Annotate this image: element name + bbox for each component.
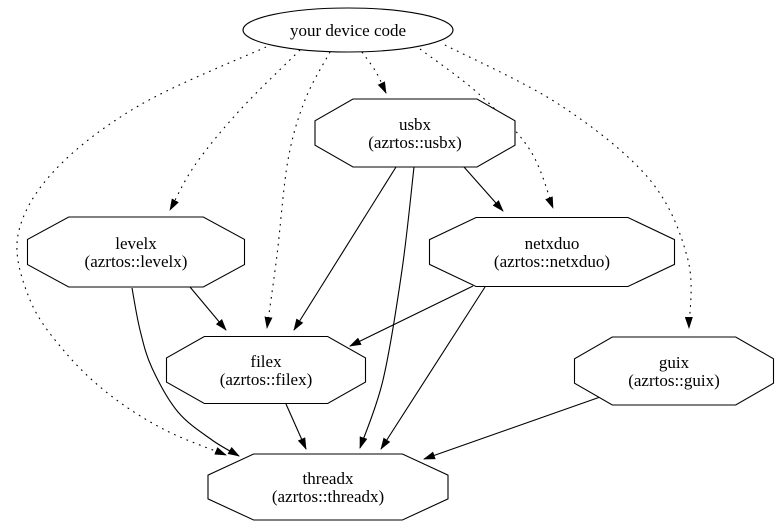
node-threadx: threadx(azrtos::threadx) [207, 453, 449, 521]
usbx-label: usbx [399, 115, 432, 134]
threadx-sublabel: (azrtos::threadx) [272, 487, 384, 506]
node-device: your device code [242, 7, 454, 53]
edge-netxduo-threadx [380, 286, 486, 450]
edge-guix-threadx [423, 395, 604, 460]
guix-shape [573, 336, 775, 406]
levelx-label: levelx [115, 234, 157, 253]
levelx-sublabel: (azrtos::levelx) [85, 252, 188, 271]
threadx-shape [207, 453, 449, 521]
edge-usbx-filex [293, 166, 397, 331]
edge-filex-threadx [285, 403, 307, 450]
node-usbx: usbx(azrtos::usbx) [314, 98, 516, 168]
filex-sublabel: (azrtos::filex) [220, 370, 313, 389]
filex-label: filex [250, 352, 282, 371]
guix-sublabel: (azrtos::guix) [628, 371, 720, 390]
node-netxduo: netxduo(azrtos::netxduo) [428, 216, 676, 288]
edge-usbx-netxduo [463, 166, 504, 212]
edge-netxduo-filex [349, 285, 474, 347]
netxduo-sublabel: (azrtos::netxduo) [494, 252, 610, 271]
levelx-shape [26, 216, 246, 288]
edge-device-usbx [361, 51, 387, 94]
node-guix: guix(azrtos::guix) [573, 336, 775, 406]
usbx-shape [314, 98, 516, 168]
node-levelx: levelx(azrtos::levelx) [26, 216, 246, 288]
edge-usbx-threadx [359, 166, 415, 449]
edges-layer [16, 44, 693, 460]
device-shape [242, 7, 454, 53]
edge-levelx-filex [189, 286, 227, 331]
usbx-sublabel: (azrtos::usbx) [368, 133, 461, 152]
node-filex: filex(azrtos::filex) [165, 335, 367, 405]
edge-device-threadx [16, 46, 267, 456]
edge-device-filex [264, 51, 331, 329]
nodes-layer: your device codeusbx(azrtos::usbx)levelx… [26, 7, 775, 521]
threadx-label: threadx [303, 469, 354, 488]
netxduo-shape [428, 216, 676, 288]
device-label: your device code [290, 21, 406, 40]
netxduo-label: netxduo [525, 234, 580, 253]
edge-device-guix [444, 44, 693, 329]
filex-shape [165, 335, 367, 405]
guix-label: guix [659, 353, 690, 372]
edge-device-levelx [169, 49, 301, 211]
edge-levelx-threadx [131, 287, 240, 457]
